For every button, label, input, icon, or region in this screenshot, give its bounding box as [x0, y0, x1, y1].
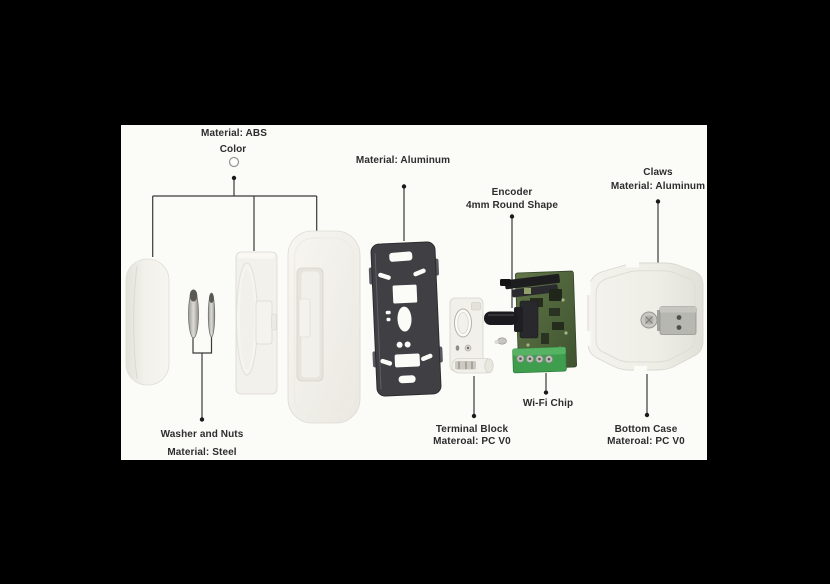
- label-terminal-line2: Materoal: PC V0: [433, 436, 511, 447]
- washer-nuts-component: [188, 289, 216, 339]
- label-claws-line1: Claws: [643, 167, 673, 178]
- terminal-block-component: [449, 297, 494, 374]
- label-washer-line2: Material: Steel: [167, 447, 237, 458]
- encoder-shaft: [484, 311, 518, 325]
- wifi-terminal-green: [512, 346, 567, 374]
- label-wifi-chip: Wi-Fi Chip: [522, 398, 574, 409]
- label-encoder-line2: 4mm Round Shape: [465, 200, 559, 211]
- claw-assembly: [640, 306, 697, 335]
- label-bottom-case-line1: Bottom Case: [614, 424, 678, 435]
- label-bottom-case-line2: Materoal: PC V0: [607, 436, 685, 447]
- knob-component: [125, 258, 170, 386]
- label-washer-line1: Washer and Nuts: [160, 429, 244, 440]
- label-knob-material: Material: ABS: [201, 128, 267, 139]
- bottom-case-component: [584, 261, 704, 373]
- leader-lines: [152, 179, 659, 418]
- label-washer: Washer and Nuts Material: Steel: [161, 426, 244, 462]
- wall-frame-component: [287, 230, 361, 424]
- aluminum-plate-component: [368, 241, 443, 397]
- label-knob-color: Color: [219, 144, 247, 155]
- label-claws-line2: Material: Aluminum: [610, 181, 706, 192]
- color-swatch-circle: [228, 156, 240, 168]
- label-encoder-line1: Encoder: [491, 187, 533, 198]
- label-terminal-line1: Terminal Block: [435, 424, 509, 435]
- label-plate-material: Material: Aluminum: [355, 155, 451, 166]
- label-encoder: Encoder 4mm Round Shape: [466, 186, 558, 212]
- label-bottom-case: Bottom Case Materoal: PC V0: [607, 424, 685, 448]
- leader-dots: [199, 175, 661, 422]
- front-plate-component: [235, 251, 278, 395]
- label-terminal: Terminal Block Materoal: PC V0: [433, 424, 511, 448]
- label-claws: Claws Material: Aluminum: [611, 166, 705, 194]
- encoder-pcb-component: [484, 270, 577, 374]
